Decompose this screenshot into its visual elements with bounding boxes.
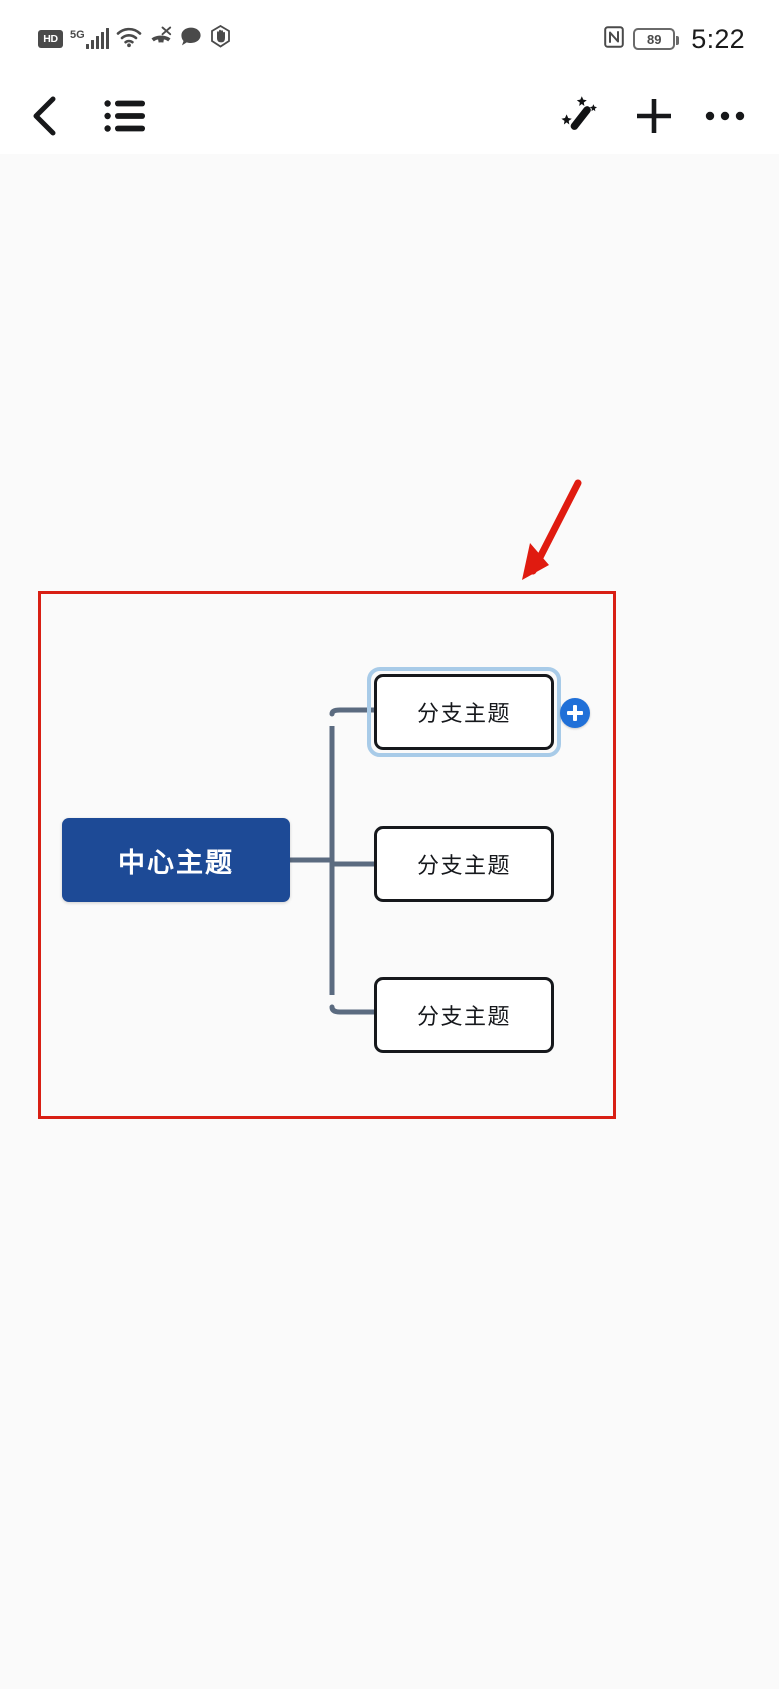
mindmap-connectors [290, 707, 377, 1015]
bulleted-list-icon[interactable] [104, 97, 146, 135]
toolbar-left-group [0, 94, 146, 138]
branch-node-label: 分支主题 [416, 1004, 511, 1029]
add-child-node-button[interactable] [560, 698, 590, 728]
mindmap-central-node[interactable]: 中心主题 [62, 818, 290, 902]
status-bar-right-icons: 89 5:22 [604, 24, 745, 55]
mindmap-branch-node-1[interactable]: 分支主题 [374, 674, 554, 750]
mindmap-branch-node-3[interactable]: 分支主题 [374, 977, 554, 1053]
back-chevron-icon[interactable] [26, 94, 64, 138]
red-arrow-icon [522, 479, 582, 580]
signal-bars-icon: 5G [70, 28, 110, 49]
mindmap-canvas[interactable]: 中心主题 分支主题 分支主题 分支主题 [0, 154, 779, 1689]
plus-icon[interactable] [633, 95, 675, 137]
signal-strength-bars [85, 28, 110, 49]
branch-node-label: 分支主题 [416, 853, 511, 878]
status-bar-left-icons: HD 5G [38, 24, 232, 53]
branch-node-label: 分支主题 [416, 701, 511, 726]
wifi-icon [116, 26, 142, 53]
mindmap-branch-node-2[interactable]: 分支主题 [374, 826, 554, 902]
more-options-icon[interactable] [705, 108, 745, 124]
message-bubble-icon [180, 26, 202, 52]
battery-indicator: 89 [633, 28, 680, 50]
nfc-icon [604, 25, 625, 53]
hand-hexagon-icon [209, 24, 232, 53]
magic-wand-icon[interactable] [557, 94, 603, 138]
central-node-label: 中心主题 [118, 847, 234, 878]
status-bar: HD 5G [0, 0, 779, 78]
status-bar-clock: 5:22 [691, 23, 745, 54]
app-toolbar [0, 78, 779, 154]
toolbar-right-group [557, 94, 779, 138]
missed-call-icon [149, 26, 173, 53]
hd-badge-icon: HD [38, 30, 63, 48]
network-type-label: 5G [70, 29, 85, 41]
